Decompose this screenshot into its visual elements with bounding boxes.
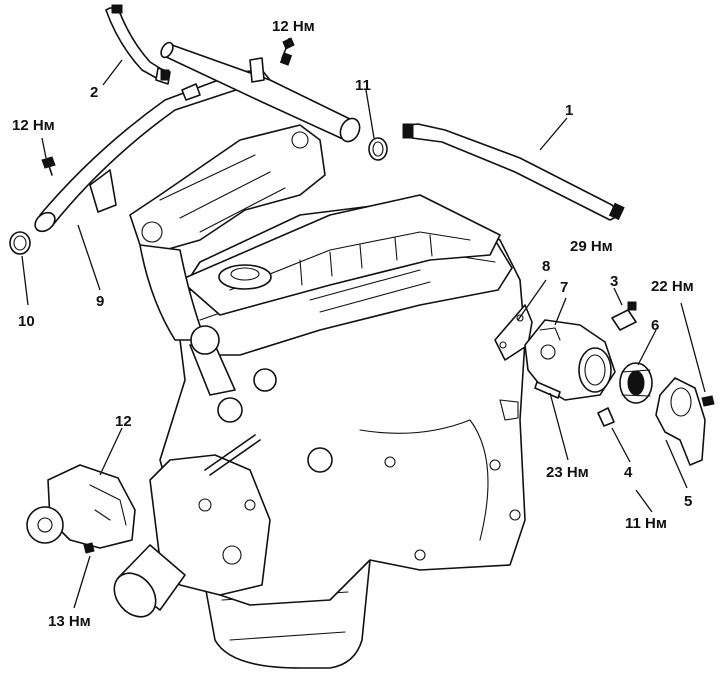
- label-12: 12: [115, 413, 132, 430]
- leader-7: [554, 297, 567, 326]
- sensor-4: [597, 407, 615, 427]
- label-5: 5: [684, 493, 692, 510]
- leader-5: [665, 439, 688, 489]
- torque-sensor3: 29 Нм: [570, 238, 613, 255]
- label-9: 9: [96, 293, 104, 310]
- leader-lines: [21, 37, 706, 609]
- leader-2: [102, 59, 123, 86]
- leader-4: [611, 427, 631, 463]
- label-6: 6: [651, 317, 659, 334]
- leader-12nm-top: [286, 37, 290, 49]
- leader-13nm: [73, 555, 91, 609]
- o-ring-11: [368, 137, 388, 161]
- bolt-pipe9: [41, 156, 56, 176]
- pipe-1: [402, 123, 625, 221]
- label-8: 8: [542, 258, 550, 275]
- engine-block: [113, 124, 526, 669]
- leader-6: [637, 329, 657, 366]
- labels: 1 2 3 4 5 6 7 8 9 10 11 12 12 Нм 12 Нм 2…: [12, 18, 694, 630]
- label-11: 11: [355, 77, 371, 94]
- label-2: 2: [90, 84, 98, 101]
- label-7: 7: [560, 279, 568, 296]
- leader-9: [77, 224, 101, 291]
- sensor-3: [611, 301, 637, 331]
- leader-11nm: [635, 489, 653, 513]
- leader-1: [539, 117, 568, 151]
- leader-10: [21, 255, 29, 306]
- label-4: 4: [624, 464, 633, 481]
- gasket-8: [494, 304, 533, 361]
- leader-11: [365, 89, 375, 139]
- torque-pump-bolt: 13 Нм: [48, 613, 91, 630]
- leader-3: [613, 287, 623, 306]
- hose-2: [105, 4, 171, 85]
- label-3: 3: [610, 273, 618, 290]
- torque-outlet5-bolt: 22 Нм: [651, 278, 694, 295]
- water-pump-12: [26, 464, 136, 554]
- water-pipe-9: [34, 41, 361, 233]
- thermostat-6: [619, 362, 653, 404]
- torque-hose2-bolt: 12 Нм: [272, 18, 315, 35]
- label-10: 10: [18, 313, 35, 330]
- label-1: 1: [565, 102, 573, 119]
- leader-12: [99, 427, 123, 476]
- torque-sensor4: 11 Нм: [625, 515, 667, 532]
- o-ring-10: [9, 231, 31, 255]
- torque-housing7-bolt: 23 Нм: [546, 464, 589, 481]
- leader-22nm: [680, 302, 706, 393]
- leader-23nm: [549, 392, 569, 461]
- leader-12nm-left: [41, 137, 47, 159]
- leader-8: [517, 279, 547, 321]
- thermostat-housing-7: [524, 319, 616, 401]
- water-outlet-5: [655, 377, 715, 466]
- torque-pipe9-bolt: 12 Нм: [12, 117, 55, 134]
